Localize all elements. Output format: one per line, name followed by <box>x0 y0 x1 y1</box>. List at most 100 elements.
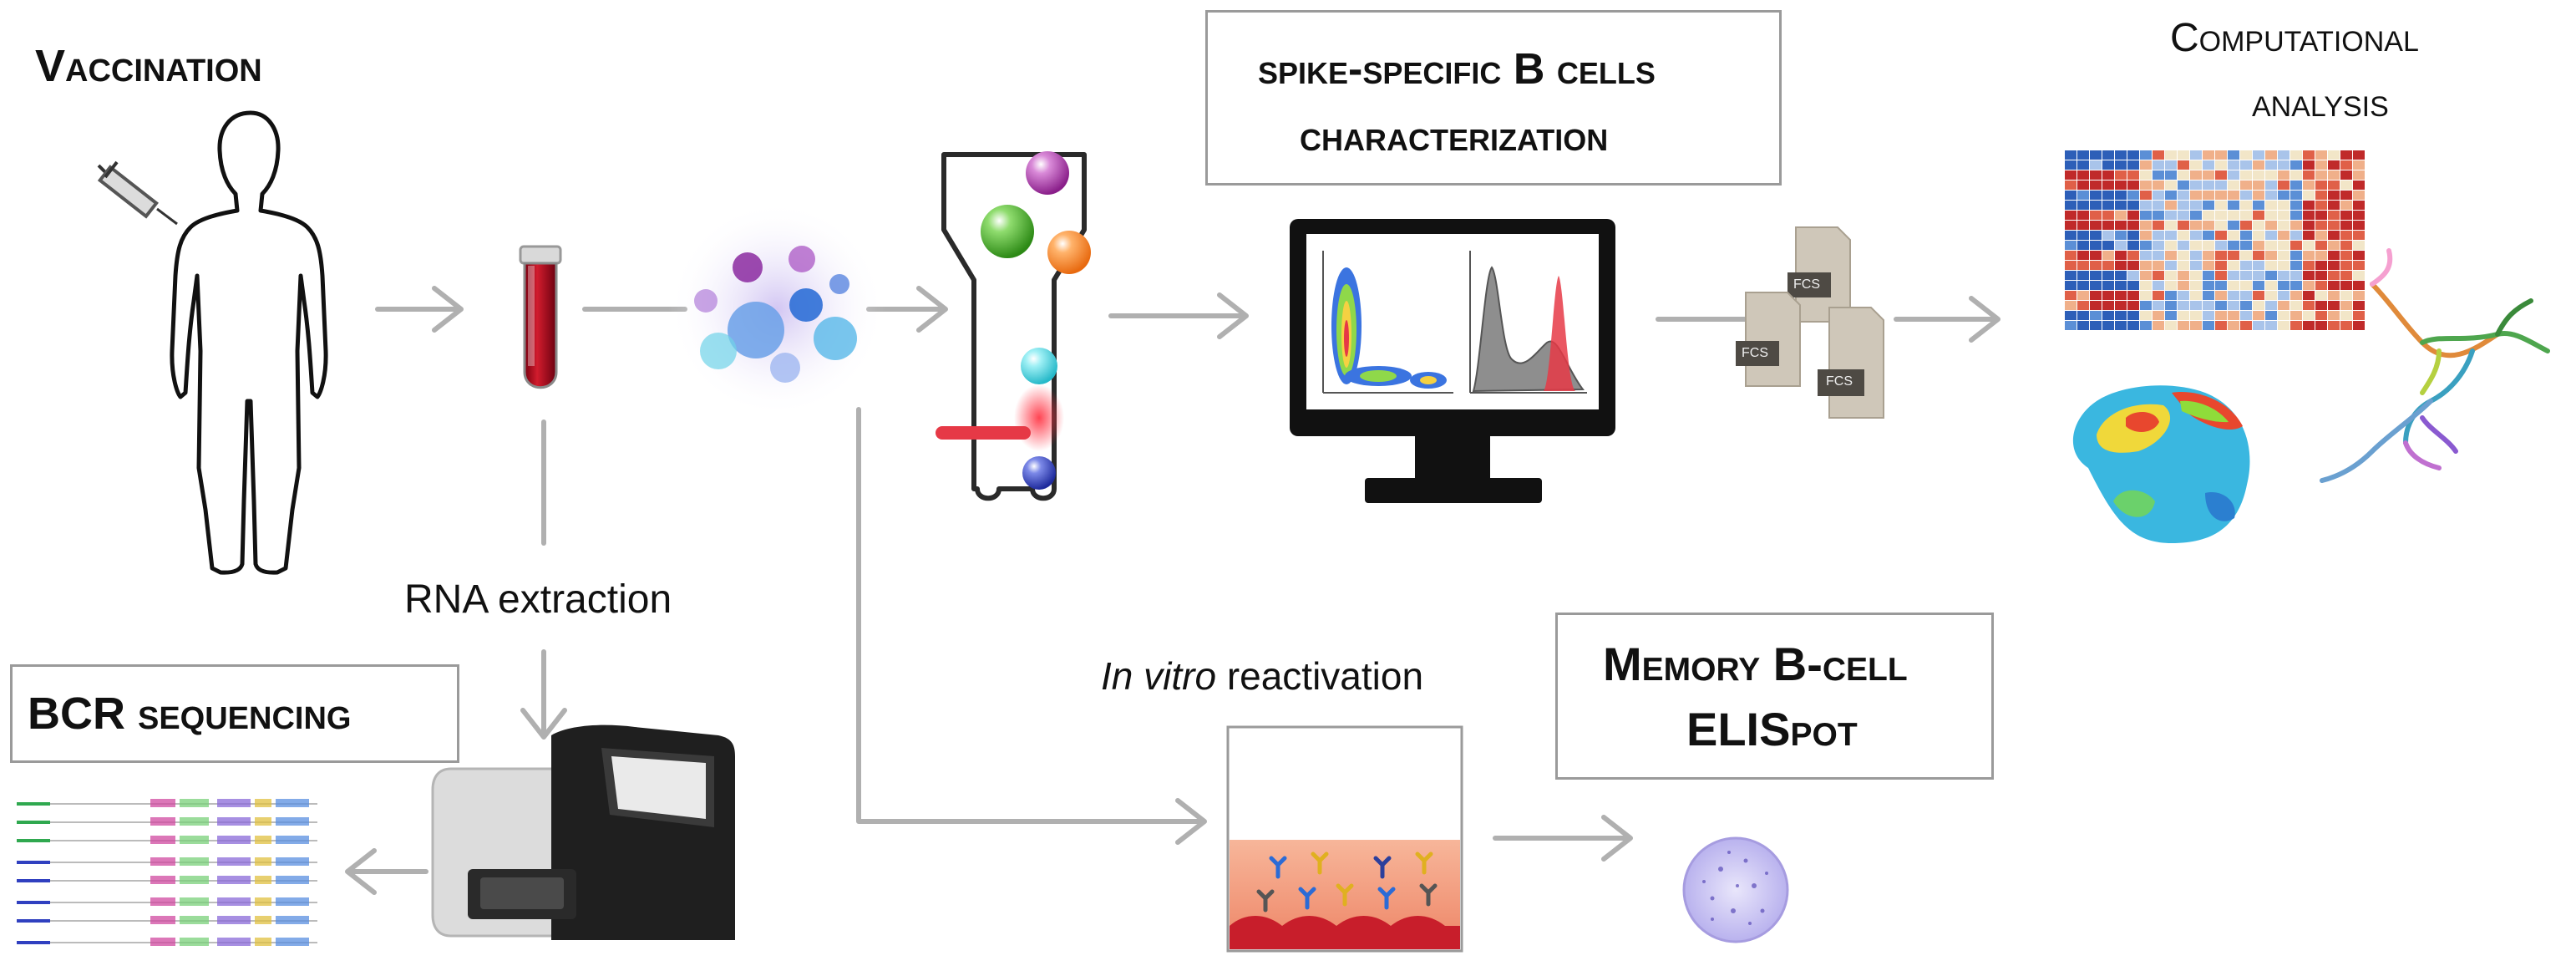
heatmap-cell <box>2265 291 2277 300</box>
heatmap-cell <box>2178 170 2189 180</box>
heatmap-cell <box>2340 201 2352 210</box>
heatmap-cell <box>2215 160 2227 170</box>
heatmap-cell <box>2153 211 2164 220</box>
heatmap-cell <box>2065 251 2077 260</box>
heatmap-cell <box>2178 150 2189 160</box>
heatmap-cell <box>2265 321 2277 330</box>
sequence-block <box>217 916 251 924</box>
heatmap-cell <box>2153 321 2164 330</box>
heatmap-cell <box>2278 311 2289 320</box>
heatmap-cell <box>2228 281 2239 290</box>
heatmap-cell <box>2253 301 2264 310</box>
heatmap-cell <box>2340 261 2352 270</box>
heatmap-cell <box>2065 281 2077 290</box>
heatmap-cell <box>2215 180 2227 190</box>
heatmap-cell <box>2253 281 2264 290</box>
heatmap-cell <box>2290 221 2302 230</box>
heatmap-cell <box>2153 261 2164 270</box>
fcs-badge-1: FCS <box>1793 277 1820 292</box>
heatmap-cell <box>2127 291 2139 300</box>
heatmap-cell <box>2102 170 2114 180</box>
heatmap-cell <box>2340 281 2352 290</box>
heatmap-cell <box>2077 261 2089 270</box>
heatmap-cell <box>2127 261 2139 270</box>
heatmap-cell <box>2190 311 2202 320</box>
heatmap-cell <box>2240 150 2252 160</box>
sequence-block <box>276 817 309 826</box>
heatmap-cell <box>2290 281 2302 290</box>
heatmap-cell <box>2190 241 2202 250</box>
cluster-tree-icon <box>2320 248 2550 483</box>
bcr-sequencing-box: BCR sequencing <box>10 664 459 763</box>
heatmap-cell <box>2077 150 2089 160</box>
heatmap-cell <box>2115 180 2127 190</box>
heatmap-cell <box>2303 170 2315 180</box>
heatmap-cell <box>2303 281 2315 290</box>
heatmap-cell <box>2203 281 2214 290</box>
heatmap-cell <box>2178 291 2189 300</box>
heatmap-cell <box>2315 231 2327 240</box>
heatmap-cell <box>2303 271 2315 280</box>
heatmap-cell <box>2303 221 2315 230</box>
heatmap-cell <box>2115 291 2127 300</box>
heatmap-cell <box>2228 291 2239 300</box>
heatmap-cell <box>2228 251 2239 260</box>
heatmap-cell <box>2077 201 2089 210</box>
heatmap-cell <box>2165 321 2177 330</box>
heatmap-cell <box>2340 150 2352 160</box>
heatmap-cell <box>2153 170 2164 180</box>
heatmap-cell <box>2127 281 2139 290</box>
heatmap-cell <box>2215 150 2227 160</box>
heatmap-cell <box>2278 160 2289 170</box>
syringe-icon <box>97 160 178 226</box>
heatmap-cell <box>2253 180 2264 190</box>
in-vitro-reactivation-label: In vitro reactivation <box>1101 653 1423 699</box>
heatmap-cell <box>2240 221 2252 230</box>
heatmap-cell <box>2215 231 2227 240</box>
heatmap-cell <box>2278 241 2289 250</box>
heatmap-cell <box>2090 271 2102 280</box>
heatmap-cell <box>2340 211 2352 220</box>
heatmap-cell <box>2165 191 2177 200</box>
heatmap-cell <box>2115 301 2127 310</box>
heatmap-cell <box>2278 291 2289 300</box>
sequence-block <box>180 897 209 906</box>
heatmap-cell <box>2127 201 2139 210</box>
heatmap-cell <box>2102 231 2114 240</box>
sequence-block <box>150 799 175 807</box>
bcr-sequencing-label: BCR sequencing <box>28 689 352 739</box>
sequence-block <box>150 836 175 844</box>
heatmap-cell <box>2102 211 2114 220</box>
heatmap-cell <box>2077 291 2089 300</box>
heatmap-cell <box>2328 281 2340 290</box>
in-vitro-italic: In vitro <box>1101 654 1217 698</box>
heatmap-cell <box>2253 271 2264 280</box>
heatmap-cell <box>2240 291 2252 300</box>
heatmap-cell <box>2315 301 2327 310</box>
heatmap-cell <box>2115 281 2127 290</box>
heatmap-cell <box>2228 301 2239 310</box>
heatmap-cell <box>2303 251 2315 260</box>
heatmap-cell <box>2315 160 2327 170</box>
heatmap-cell <box>2115 170 2127 180</box>
heatmap-cell <box>2140 251 2152 260</box>
sequence-block <box>217 897 251 906</box>
heatmap-cell <box>2153 221 2164 230</box>
blood-tube-icon <box>519 245 562 389</box>
heatmap-cell <box>2303 211 2315 220</box>
heatmap-cell <box>2265 201 2277 210</box>
sequence-block <box>180 876 209 884</box>
heatmap-cell <box>2290 251 2302 260</box>
heatmap-cell <box>2178 211 2189 220</box>
sequence-lead-segment <box>17 821 50 824</box>
heatmap-cell <box>2165 291 2177 300</box>
heatmap-cell <box>2178 321 2189 330</box>
heatmap-cell <box>2190 251 2202 260</box>
heatmap-cell <box>2328 311 2340 320</box>
heatmap-cell <box>2115 231 2127 240</box>
sequence-block <box>217 817 251 826</box>
heatmap-cell <box>2140 291 2152 300</box>
heatmap-cell <box>2303 231 2315 240</box>
sequence-block <box>255 857 271 866</box>
heatmap-cell <box>2228 261 2239 270</box>
